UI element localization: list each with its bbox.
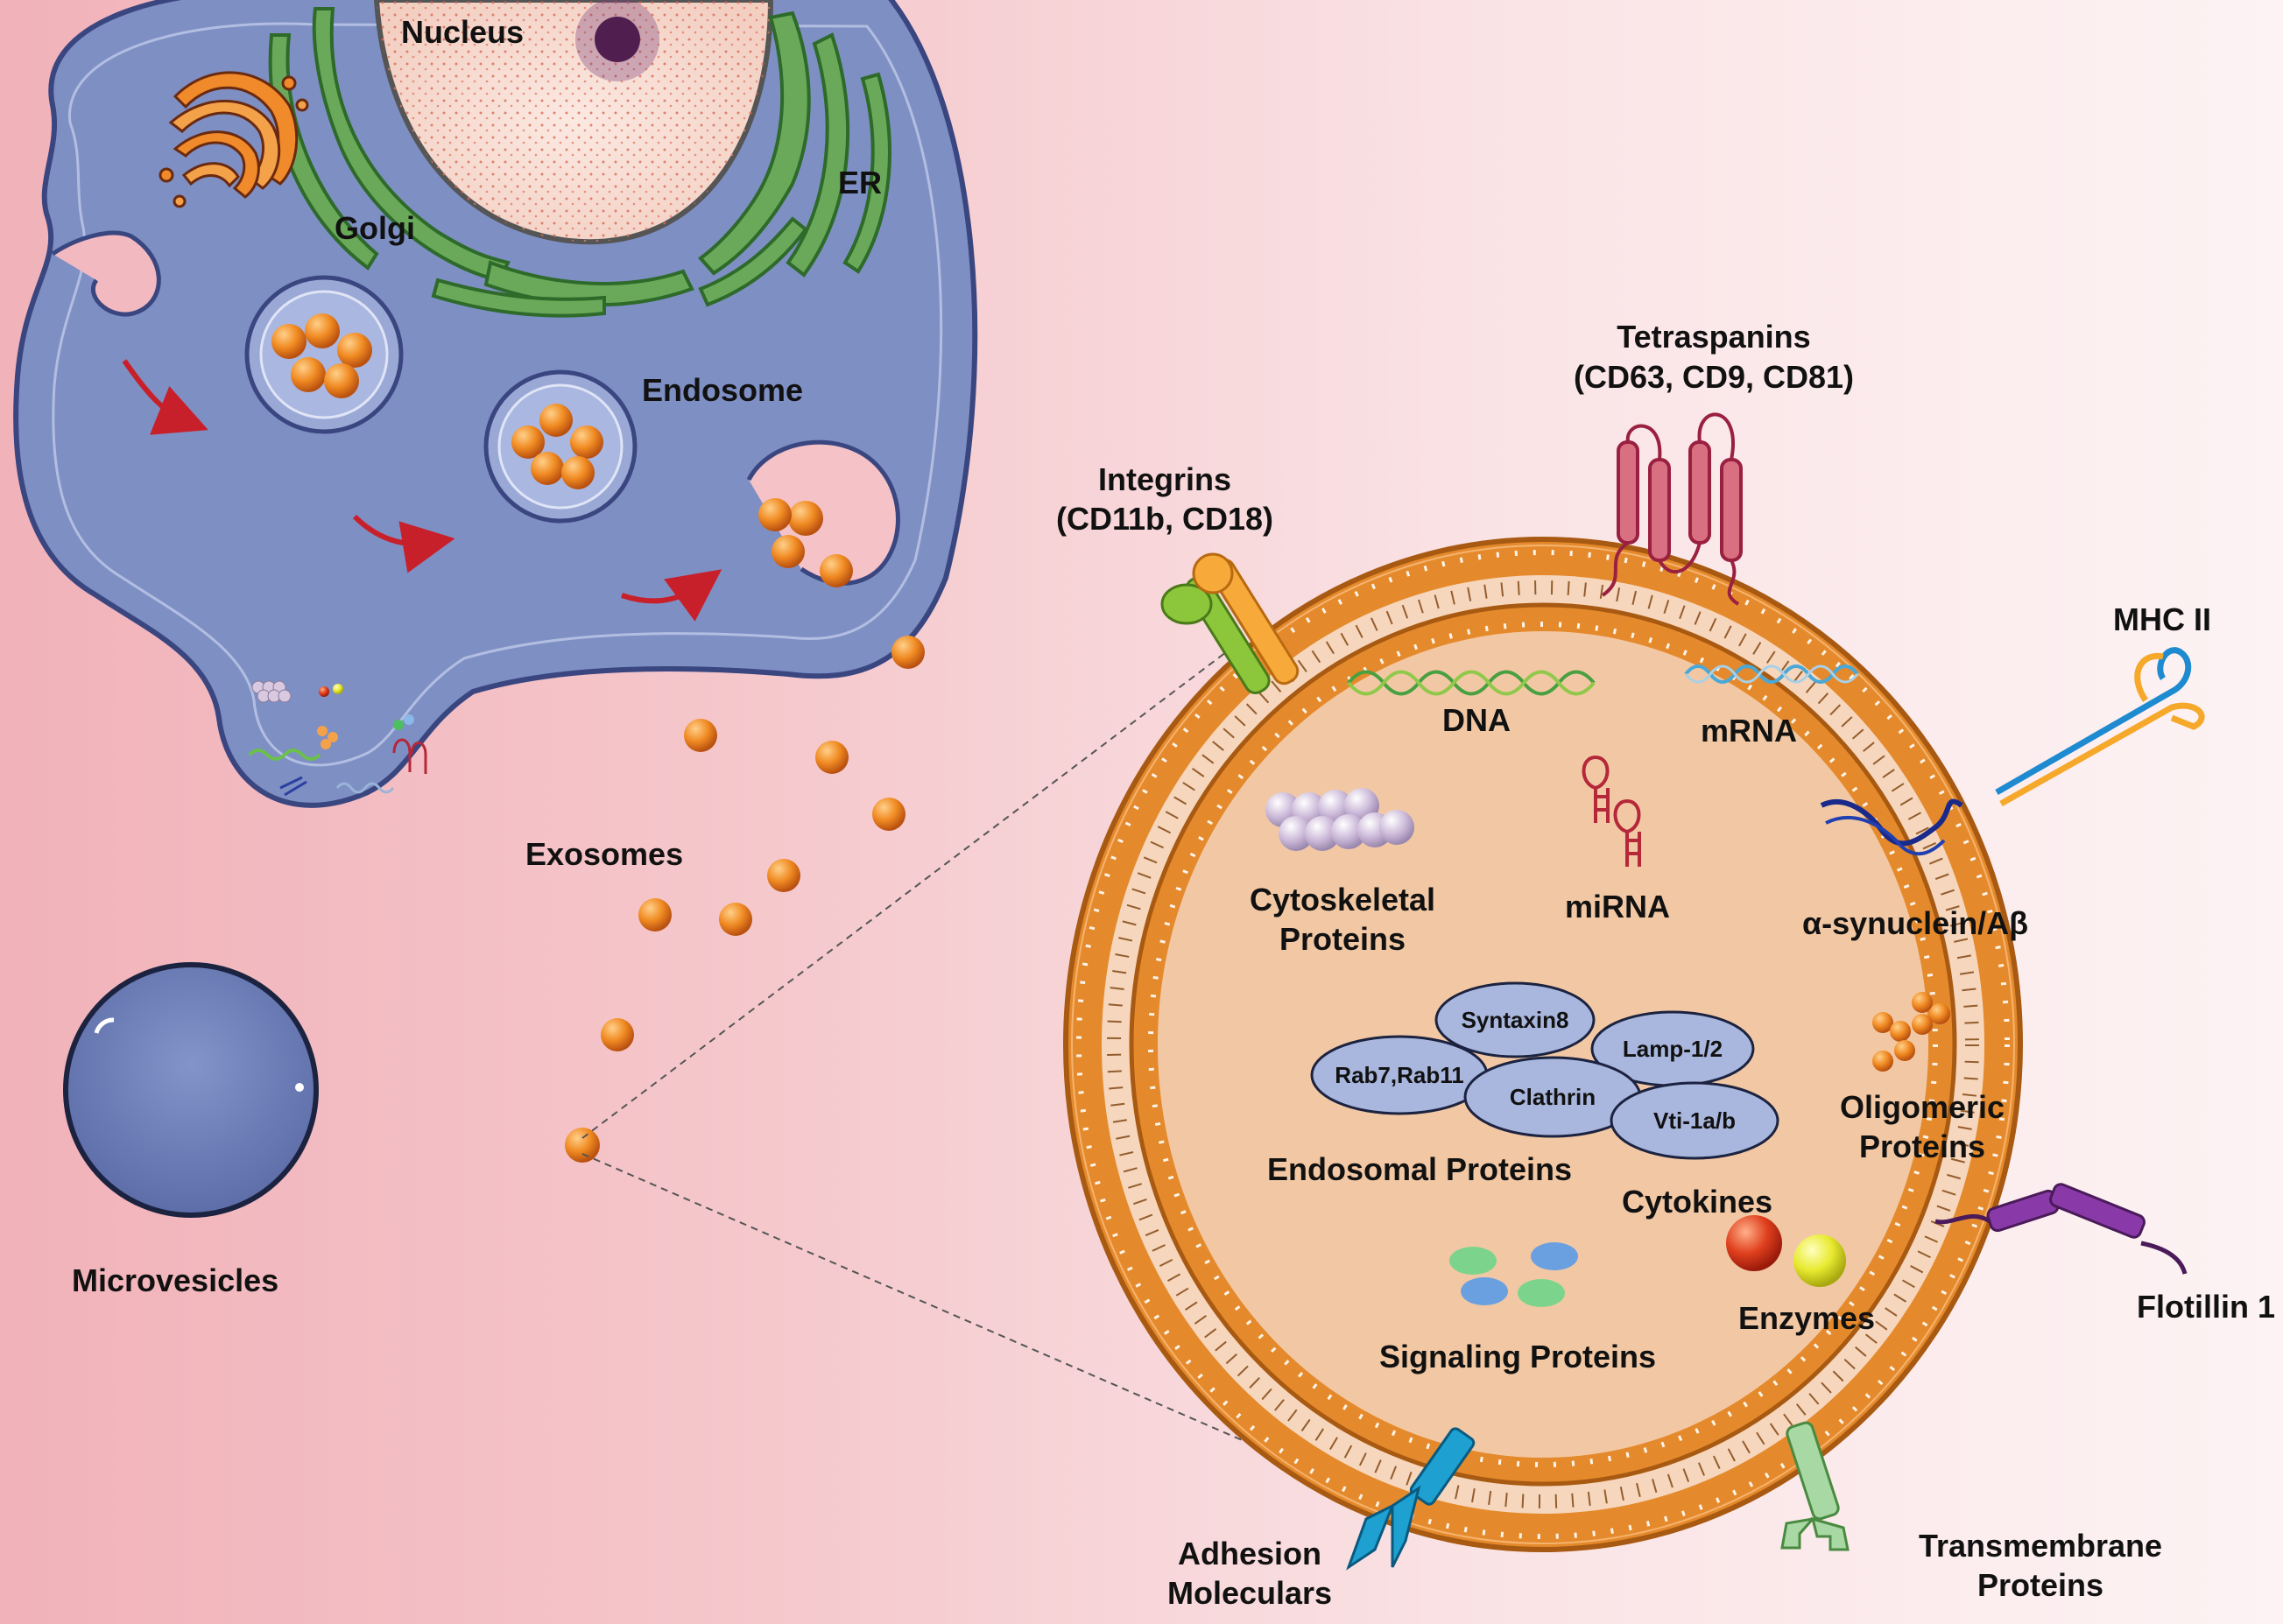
label-er: ER [838, 165, 883, 200]
alpha-synuclein-icon [1820, 798, 1963, 856]
label-oligomeric-2: Proteins [1858, 1128, 1986, 1164]
multivesicular-body-1 [244, 275, 404, 434]
label-adhesion-2: Moleculars [1166, 1575, 1333, 1611]
label-integrins-sub: (CD11b, CD18) [1055, 501, 1274, 537]
microvesicle [63, 962, 319, 1218]
label-transmembrane-2: Proteins [1976, 1567, 2104, 1603]
label-tetraspanins: Tetraspanins [1617, 319, 1811, 355]
integrin-protein [1160, 552, 1300, 694]
label-mirna: miRNA [1565, 889, 1671, 924]
tetraspanin-protein [1601, 412, 1743, 606]
label-integrins: Integrins [1097, 461, 1232, 497]
signaling-protein-icon [1449, 1242, 1578, 1307]
released-exosomes [565, 636, 925, 1163]
syntaxin8-ellipse [1434, 981, 1596, 1058]
label-syntaxin8: Syntaxin8 [1461, 1007, 1569, 1033]
mirna-icon [1582, 755, 1641, 867]
label-endosome: Endosome [642, 372, 804, 408]
label-clathrin: Clathrin [1509, 1084, 1596, 1110]
label-endosomal-proteins: Endosomal Proteins [1267, 1151, 1573, 1187]
label-enzymes: Enzymes [1738, 1300, 1876, 1336]
label-oligomeric-1: Oligomeric [1839, 1089, 2005, 1125]
cytoskeletal-protein-icon [1265, 788, 1414, 851]
cytokine-sphere [1726, 1215, 1782, 1271]
label-transmembrane-1: Transmembrane [1918, 1528, 2163, 1564]
cargo-icons [248, 680, 427, 797]
label-cytokines: Cytokines [1622, 1184, 1773, 1220]
flotillin-protein [1934, 1183, 2188, 1275]
endosomal-protein-group [1310, 981, 1779, 1160]
label-golgi: Golgi [335, 210, 415, 246]
label-dna: DNA [1442, 702, 1511, 738]
trafficking-arrows [122, 359, 722, 622]
oligomeric-protein-icon [1872, 992, 1950, 1072]
label-signaling-proteins: Signaling Proteins [1379, 1339, 1657, 1374]
label-rab: Rab7,Rab11 [1335, 1062, 1464, 1088]
zoom-lines [581, 651, 1354, 1489]
nucleolus [595, 17, 640, 62]
label-cytoskeletal-1: Cytoskeletal [1249, 882, 1436, 917]
golgi-apparatus [159, 71, 309, 208]
adhesion-molecule [1346, 1427, 1476, 1571]
label-tetraspanins-sub: (CD63, CD9, CD81) [1573, 359, 1855, 395]
transmembrane-protein [1780, 1421, 1850, 1551]
label-mrna: mRNA [1701, 713, 1798, 749]
label-vti: Vti-1a/b [1653, 1107, 1736, 1134]
fusing-multivesicular-body [758, 498, 853, 587]
vti-ellipse [1610, 1081, 1779, 1160]
multivesicular-body-2 [483, 369, 638, 524]
parent-cell [13, 0, 978, 808]
label-flotillin: Flotillin 1 [2137, 1289, 2275, 1325]
label-cytoskeletal-2: Proteins [1279, 921, 1406, 957]
dna-icon [1347, 670, 1596, 696]
mrna-icon [1684, 664, 1859, 684]
mhc-ii-protein [1995, 647, 2205, 807]
enzyme-sphere [1793, 1234, 1846, 1287]
label-microvesicles: Microvesicles [72, 1262, 279, 1298]
label-synuclein: α-synuclein/Aβ [1802, 905, 2029, 941]
label-exosomes: Exosomes [525, 836, 684, 872]
label-mhc: MHC II [2113, 601, 2211, 637]
label-nucleus: Nucleus [401, 14, 525, 50]
label-adhesion-1: Adhesion [1177, 1536, 1322, 1571]
label-lamp: Lamp-1/2 [1622, 1036, 1723, 1062]
nucleus [373, 0, 774, 245]
